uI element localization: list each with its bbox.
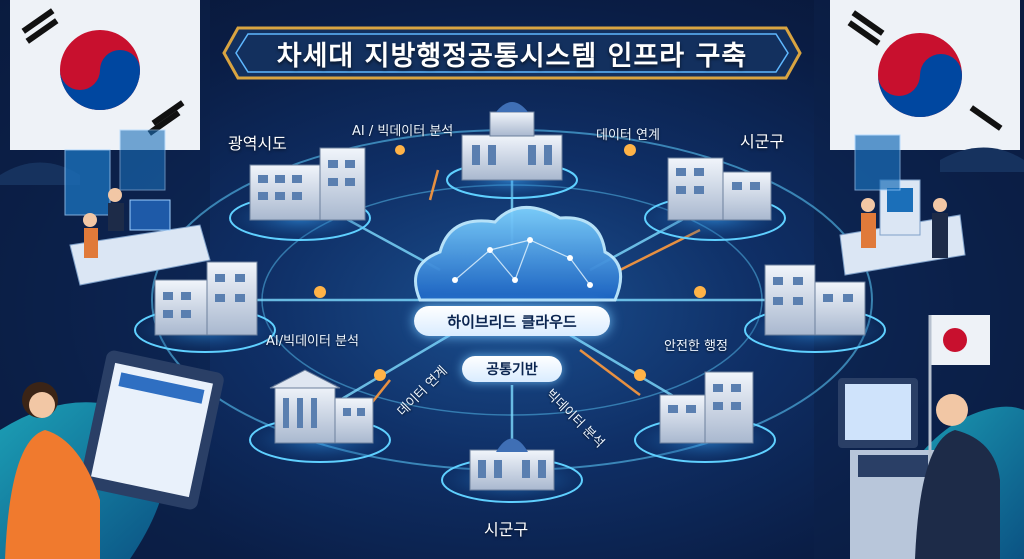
building-icon xyxy=(154,261,258,336)
taegukgi-flag-icon xyxy=(830,0,1020,150)
region-label-city-top: 시군구 xyxy=(740,132,785,151)
building-icon xyxy=(269,369,374,444)
palace-roof-right xyxy=(940,147,1024,172)
flow-label-secure-right: 안전한 행정 xyxy=(664,339,728,354)
building-icon xyxy=(667,157,772,221)
region-label-metro: 광역시도 xyxy=(228,134,287,153)
flow-label-data-top: 데이터 연계 xyxy=(596,128,660,143)
kiosk-icon xyxy=(839,134,966,276)
region-label-city-bottom: 시군구 xyxy=(484,520,529,539)
building-icon xyxy=(249,147,366,221)
taegukgi-flag-icon xyxy=(10,0,200,150)
common-base-label: 공통기반 xyxy=(462,356,562,382)
laptop-icon xyxy=(838,315,1000,559)
flow-label-ai-left: AI/빅데이터 분석 xyxy=(266,334,359,349)
building-icon xyxy=(659,371,754,444)
cloud-icon xyxy=(414,205,623,302)
tablet-icon xyxy=(5,350,224,559)
flow-label-ai-top: AI / 빅데이터 분석 xyxy=(352,124,454,139)
palace-roof-left xyxy=(0,162,80,185)
building-icon xyxy=(764,264,866,336)
office-workstation xyxy=(64,129,211,286)
building-icon xyxy=(461,102,563,181)
building-icon xyxy=(469,438,555,491)
cloud-label: 하이브리드 클라우드 xyxy=(414,306,610,336)
title-banner xyxy=(222,26,802,80)
page-title: 차세대 지방행정공통시스템 인프라 구축 xyxy=(276,40,748,72)
data-nodes xyxy=(314,144,706,381)
